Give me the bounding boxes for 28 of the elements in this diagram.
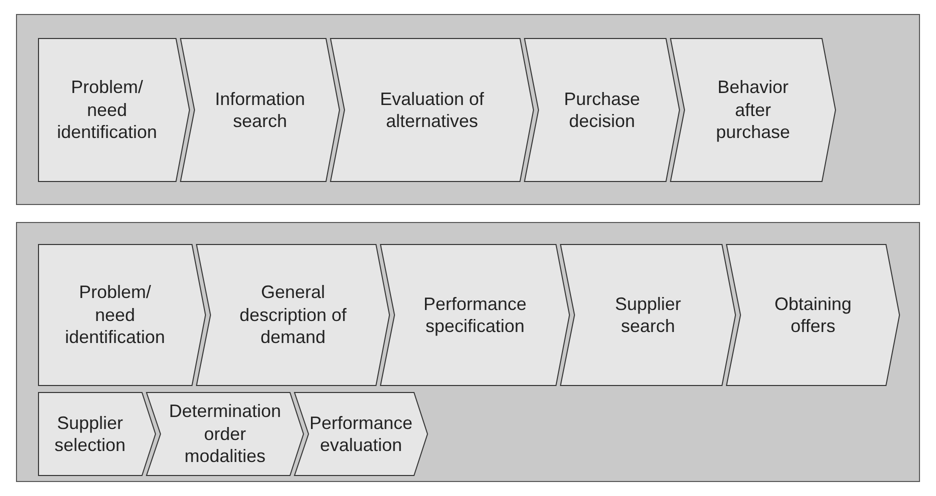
step-label: Behavior after purchase [714, 76, 792, 144]
process-step [524, 38, 680, 182]
process-step [38, 392, 156, 476]
process-step [38, 38, 190, 182]
panel-background [16, 14, 920, 205]
step-label: Purchase decision [562, 88, 642, 132]
process-step [560, 244, 736, 386]
step-label: Information search [214, 88, 306, 132]
process-step [330, 38, 534, 182]
process-step [380, 244, 570, 386]
step-label: General description of demand [238, 281, 348, 349]
step-label: Obtaining offers [773, 292, 853, 338]
process-step [726, 244, 900, 386]
process-step [294, 392, 428, 476]
process-step [670, 38, 836, 182]
step-label: Supplier search [614, 292, 682, 338]
step-label: Performance evaluation [309, 412, 413, 456]
step-label: Supplier selection [53, 412, 127, 456]
process-step [196, 244, 390, 386]
step-label: Problem/ need identification [56, 76, 158, 144]
process-step [180, 38, 340, 182]
process-step [38, 244, 206, 386]
step-label: Determination order modalities [168, 400, 282, 468]
panel-background [16, 222, 920, 482]
step-label: Performance specification [422, 292, 528, 338]
step-label: Problem/ need identification [64, 281, 166, 349]
process-step [146, 392, 304, 476]
step-label: Evaluation of alternatives [378, 88, 486, 132]
